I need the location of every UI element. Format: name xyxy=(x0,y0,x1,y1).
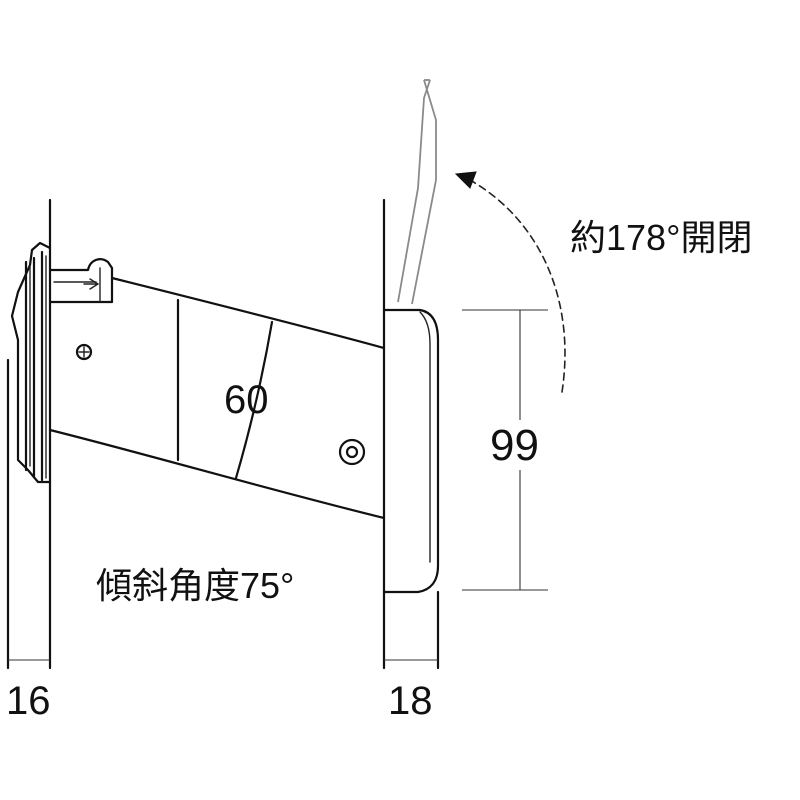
hinge-clip xyxy=(48,258,114,304)
left-base-plate xyxy=(10,241,52,484)
screw-left-icon xyxy=(75,343,93,361)
bracket-arm xyxy=(48,276,386,520)
incline-angle-label: 傾斜角度75° xyxy=(96,565,294,606)
center-dimension-label: 60 xyxy=(224,378,269,422)
right-holder-block xyxy=(382,308,440,594)
right-width-label: 18 xyxy=(388,679,433,723)
left-wall xyxy=(6,198,52,670)
height-dimension-label: 99 xyxy=(490,421,539,470)
screw-right-icon xyxy=(338,438,366,466)
left-width-label: 16 xyxy=(6,679,51,723)
opening-angle-label: 約178°開閉 xyxy=(570,217,752,258)
right-wall xyxy=(382,198,440,670)
opening-arc-arrow xyxy=(454,171,566,393)
swing-flap xyxy=(397,79,437,305)
height-dimension xyxy=(462,309,548,591)
